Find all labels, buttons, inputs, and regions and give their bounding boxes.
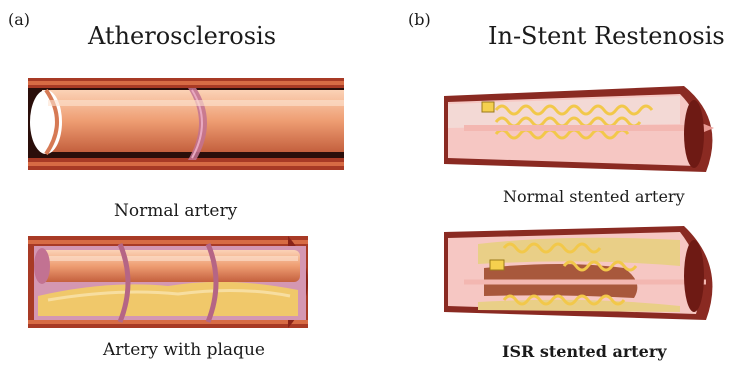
- panel-a-title: Atherosclerosis: [88, 22, 276, 50]
- normal-artery-illustration: [28, 78, 344, 170]
- isr-stented-caption: ISR stented artery: [502, 342, 667, 361]
- panel-a-letter: (a): [8, 10, 30, 29]
- panel-b-letter: (b): [408, 10, 431, 29]
- panel-b-title: In-Stent Restenosis: [488, 22, 725, 50]
- plaque-artery-illustration: [28, 236, 328, 328]
- isr-stented-illustration: [444, 222, 726, 326]
- normal-stented-illustration: [444, 80, 726, 180]
- normal-artery-caption: Normal artery: [114, 201, 237, 221]
- plaque-artery-caption: Artery with plaque: [103, 340, 265, 360]
- normal-stented-caption: Normal stented artery: [503, 187, 685, 206]
